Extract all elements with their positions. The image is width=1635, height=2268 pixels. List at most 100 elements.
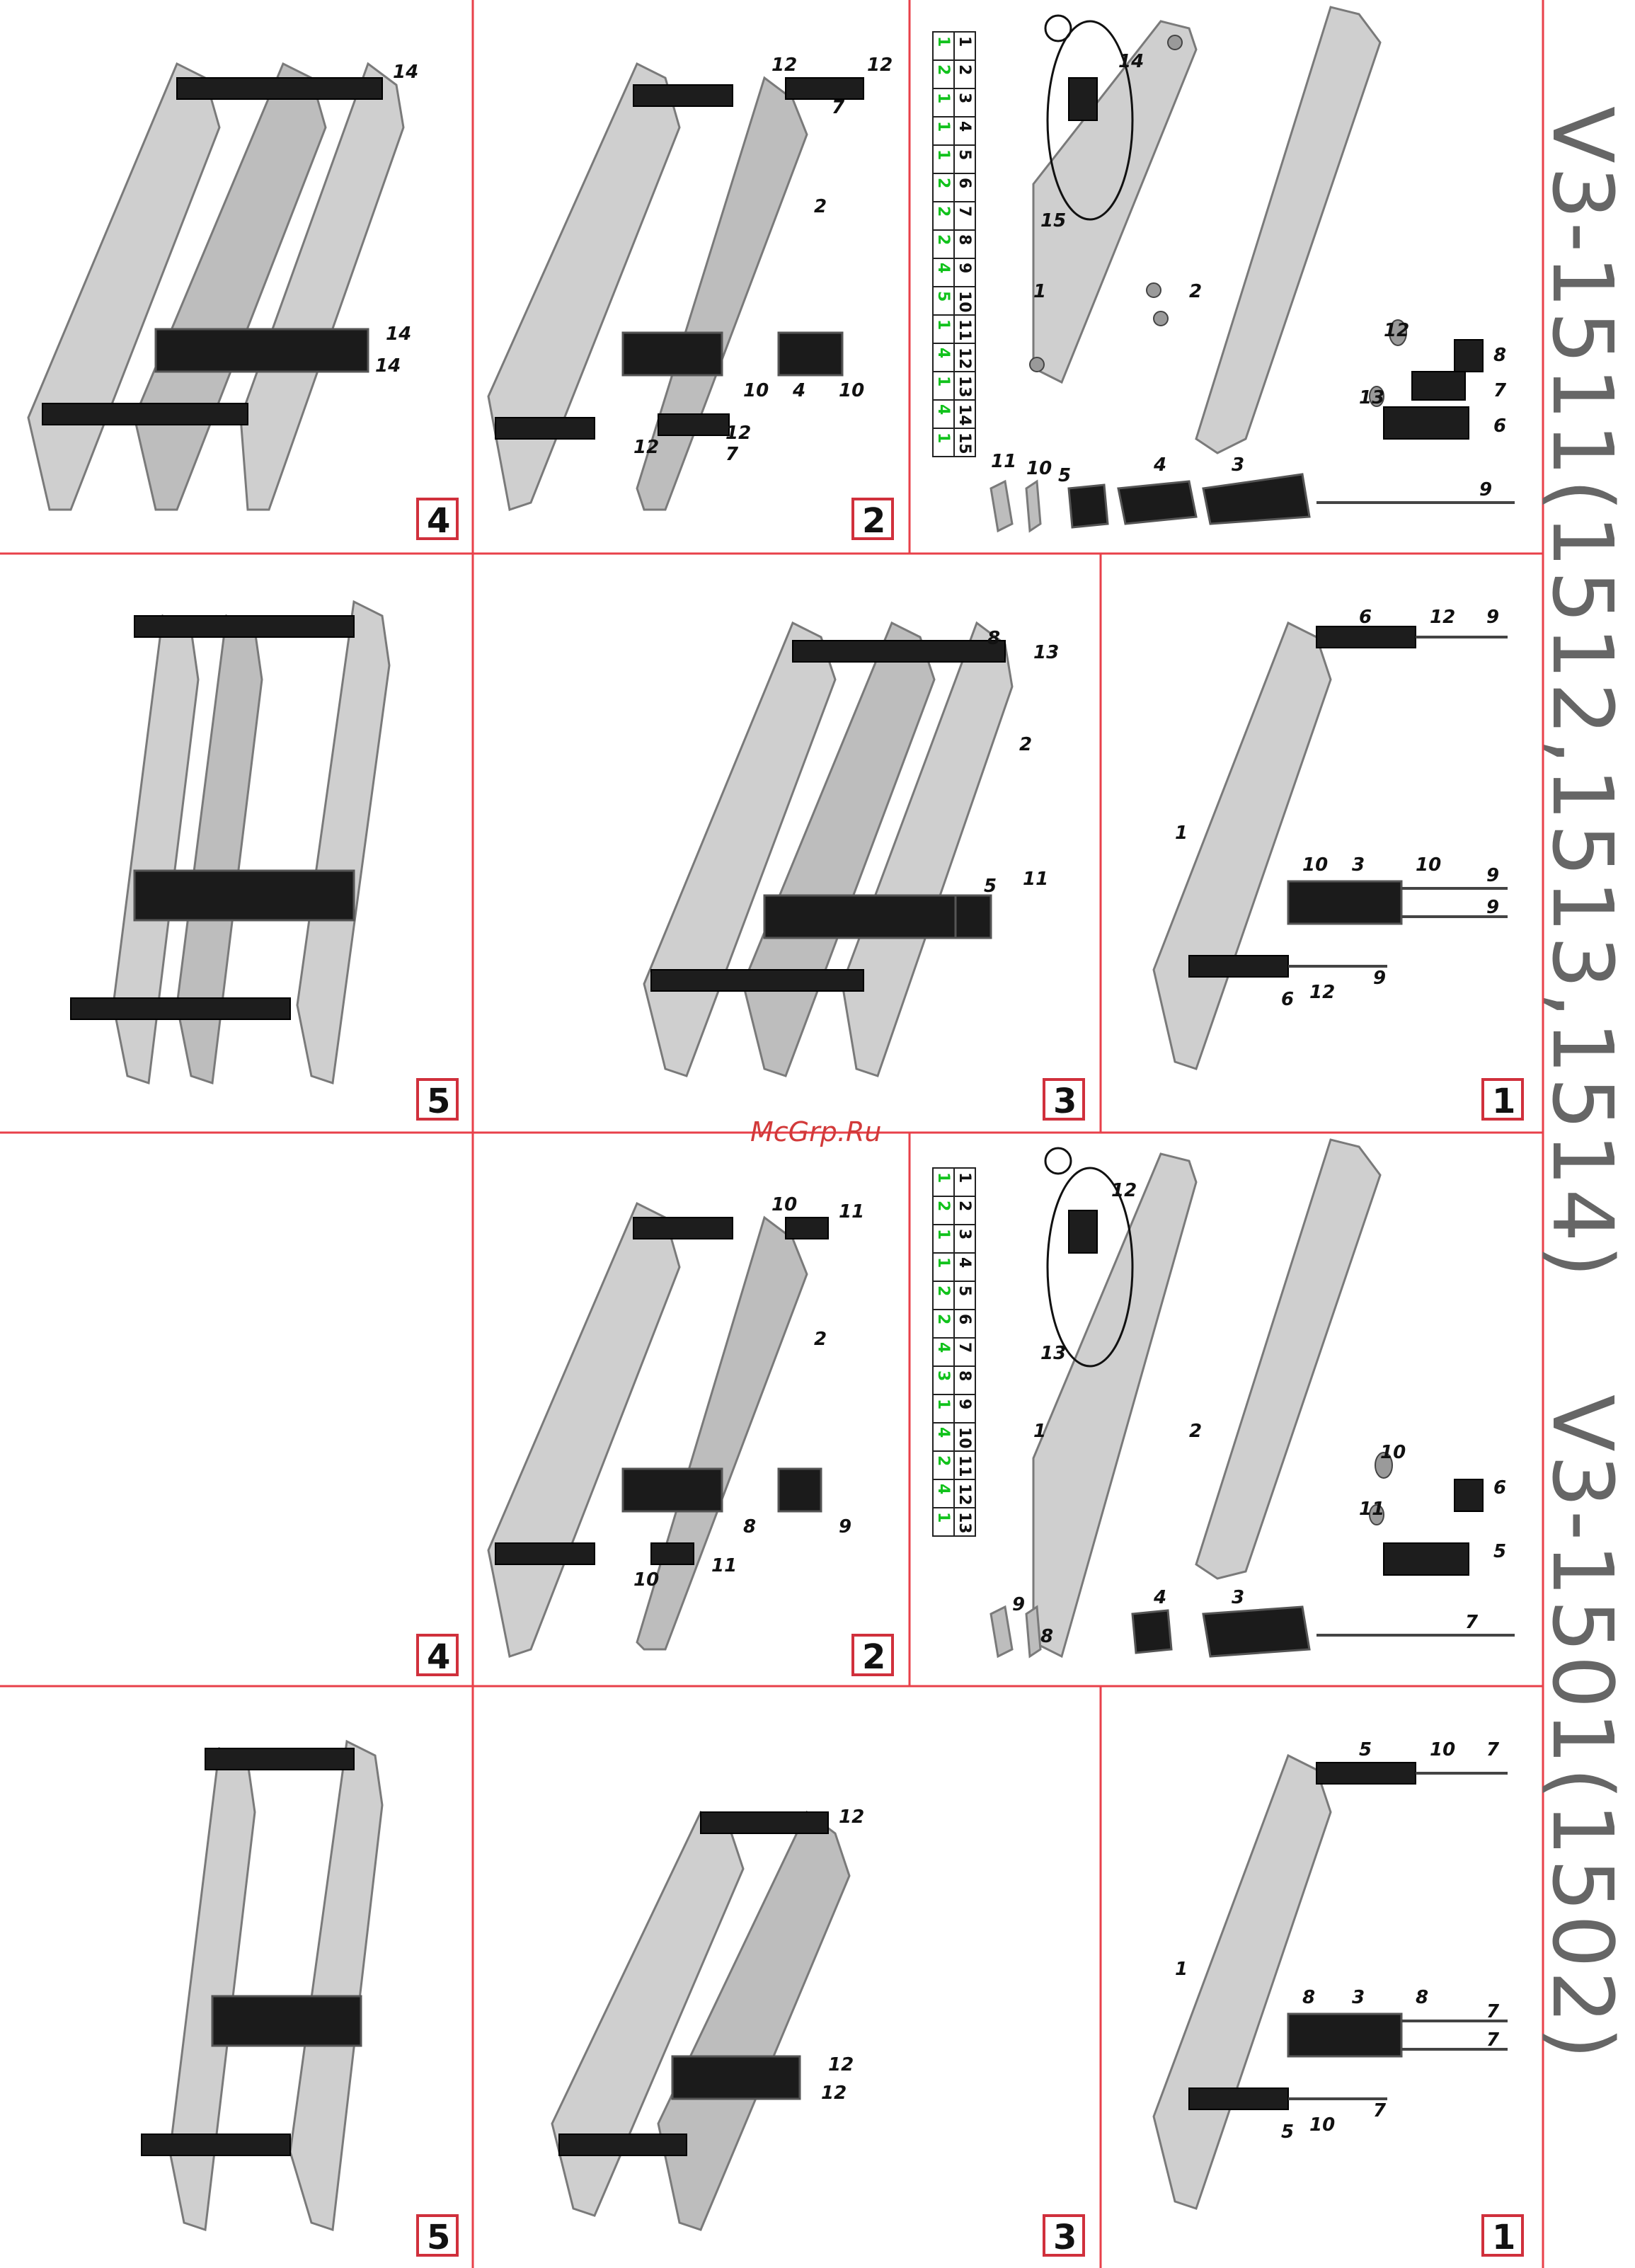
svg-text:14: 14 bbox=[386, 323, 411, 345]
detail-callout bbox=[1046, 20, 1134, 221]
step-box-5-top: 5 bbox=[416, 1078, 459, 1121]
qty-table-quantity: 3 bbox=[934, 1370, 952, 1381]
svg-text:10: 10 bbox=[633, 1569, 659, 1591]
svg-text:11: 11 bbox=[711, 1555, 737, 1576]
qty-table-quantity: 4 bbox=[934, 1342, 952, 1353]
svg-text:13: 13 bbox=[1040, 1343, 1066, 1364]
qty-table-quantity: 1 bbox=[934, 93, 952, 103]
qty-table-cell bbox=[932, 428, 955, 457]
qty-table-quantity: 2 bbox=[934, 64, 952, 75]
label-1: 1 bbox=[1033, 281, 1046, 302]
model-title-top: V3-1511(1512,1513,1514) bbox=[1534, 106, 1631, 1281]
qty-table-quantity: 4 bbox=[934, 1484, 952, 1494]
parts-overview-top: 14 15 1 2 12 8 13 7 6 9 3 4 5 10 11 bbox=[989, 6, 1515, 533]
qty-table-quantity: 1 bbox=[934, 376, 952, 386]
qty-table-part-number: 13 bbox=[956, 376, 973, 398]
step-box-1-top: 1 bbox=[1481, 1078, 1524, 1121]
svg-text:2: 2 bbox=[862, 501, 885, 541]
step-box-4-bottom: 4 bbox=[416, 1634, 459, 1677]
step-box-3-bottom: 3 bbox=[1043, 2214, 1085, 2257]
svg-text:7: 7 bbox=[725, 444, 739, 465]
svg-text:2: 2 bbox=[814, 196, 827, 217]
svg-text:10: 10 bbox=[1380, 1442, 1406, 1463]
svg-text:1: 1 bbox=[1033, 1421, 1046, 1442]
svg-text:8: 8 bbox=[1416, 1987, 1428, 2008]
qty-table-quantity: 4 bbox=[934, 348, 952, 358]
svg-text:9: 9 bbox=[1373, 968, 1386, 989]
svg-text:9: 9 bbox=[839, 1516, 851, 1537]
svg-text:6: 6 bbox=[1281, 989, 1294, 1010]
qty-table-quantity: 1 bbox=[934, 149, 952, 160]
svg-text:6: 6 bbox=[1493, 1477, 1506, 1499]
connector-block-4 bbox=[1117, 480, 1198, 525]
svg-text:10: 10 bbox=[839, 380, 864, 401]
svg-text:9: 9 bbox=[1486, 607, 1499, 628]
step-3-top-drawing: 8 13 2 5 11 bbox=[643, 621, 1059, 1077]
step-box-3-top: 3 bbox=[1043, 1078, 1085, 1121]
qty-table-part-number: 7 bbox=[956, 206, 973, 217]
svg-text:5: 5 bbox=[1281, 2121, 1294, 2143]
svg-text:5: 5 bbox=[427, 1082, 450, 1121]
qty-table-part-number: 15 bbox=[956, 433, 973, 454]
model-title-bottom: V3-1501(1502) bbox=[1534, 1394, 1631, 2062]
svg-text:13: 13 bbox=[1033, 642, 1059, 663]
label-3: 3 bbox=[1232, 454, 1244, 476]
step-5-top-drawing bbox=[70, 600, 391, 1085]
svg-text:12: 12 bbox=[633, 437, 659, 458]
qty-table-quantity: 5 bbox=[934, 291, 952, 302]
svg-text:1: 1 bbox=[1175, 1959, 1188, 1980]
qty-table-quantity: 4 bbox=[934, 1427, 952, 1438]
qty-table-part-number: 8 bbox=[956, 234, 973, 245]
qty-table-quantity: 2 bbox=[934, 206, 952, 217]
svg-text:12: 12 bbox=[839, 1806, 864, 1828]
qty-table-quantity: 1 bbox=[934, 1399, 952, 1409]
qty-table-quantity: 1 bbox=[934, 1512, 952, 1523]
svg-text:5: 5 bbox=[1493, 1541, 1506, 1562]
qty-table-part-number: 5 bbox=[956, 1285, 973, 1296]
label-13: 13 bbox=[1359, 387, 1384, 408]
qty-table-part-number: 12 bbox=[956, 348, 973, 370]
qty-table-quantity: 1 bbox=[934, 1257, 952, 1268]
svg-text:8: 8 bbox=[1040, 1626, 1053, 1647]
svg-text:12: 12 bbox=[771, 55, 797, 76]
panel-grid bbox=[0, 0, 1544, 2268]
svg-text:9: 9 bbox=[1486, 897, 1499, 918]
svg-text:12: 12 bbox=[725, 423, 751, 444]
end-cap-5 bbox=[1067, 483, 1109, 529]
step-box-5-bottom: 5 bbox=[416, 2214, 459, 2257]
svg-text:6: 6 bbox=[1359, 607, 1372, 628]
label-4: 4 bbox=[1153, 454, 1166, 476]
svg-text:7: 7 bbox=[1465, 1612, 1479, 1633]
step-box-2-bottom: 2 bbox=[851, 1634, 894, 1677]
qty-table-part-number: 4 bbox=[956, 1257, 973, 1268]
svg-text:7: 7 bbox=[832, 97, 845, 118]
tube-long bbox=[1383, 406, 1469, 440]
step-5-bottom-drawing bbox=[141, 1739, 384, 2232]
svg-text:4: 4 bbox=[427, 501, 450, 541]
svg-text:4: 4 bbox=[792, 380, 805, 401]
qty-table-quantity: 2 bbox=[934, 1455, 952, 1466]
tube-medium bbox=[1411, 371, 1466, 401]
label-11: 11 bbox=[991, 451, 1016, 472]
svg-text:1: 1 bbox=[1492, 1082, 1515, 1121]
svg-text:5: 5 bbox=[984, 876, 997, 897]
watermark: McGrp.Ru bbox=[750, 1116, 881, 1147]
label-8: 8 bbox=[1493, 345, 1506, 366]
svg-text:2: 2 bbox=[1019, 734, 1032, 755]
svg-text:7: 7 bbox=[1486, 2001, 1500, 2022]
step-4-top-drawing: 14 14 14 bbox=[27, 62, 418, 511]
step-box-1-bottom: 1 bbox=[1481, 2214, 1524, 2257]
qty-table-part-number: 2 bbox=[956, 1201, 973, 1211]
svg-text:12: 12 bbox=[1309, 982, 1335, 1003]
svg-text:10: 10 bbox=[743, 380, 769, 401]
qty-table-part-number: 13 bbox=[956, 1512, 973, 1534]
svg-text:14: 14 bbox=[375, 355, 401, 377]
qty-table-part-number: 7 bbox=[956, 1342, 973, 1353]
label-6: 6 bbox=[1493, 416, 1506, 437]
svg-text:2: 2 bbox=[862, 1637, 885, 1677]
svg-text:10: 10 bbox=[1416, 854, 1441, 876]
qty-table-quantity: 1 bbox=[934, 319, 952, 330]
